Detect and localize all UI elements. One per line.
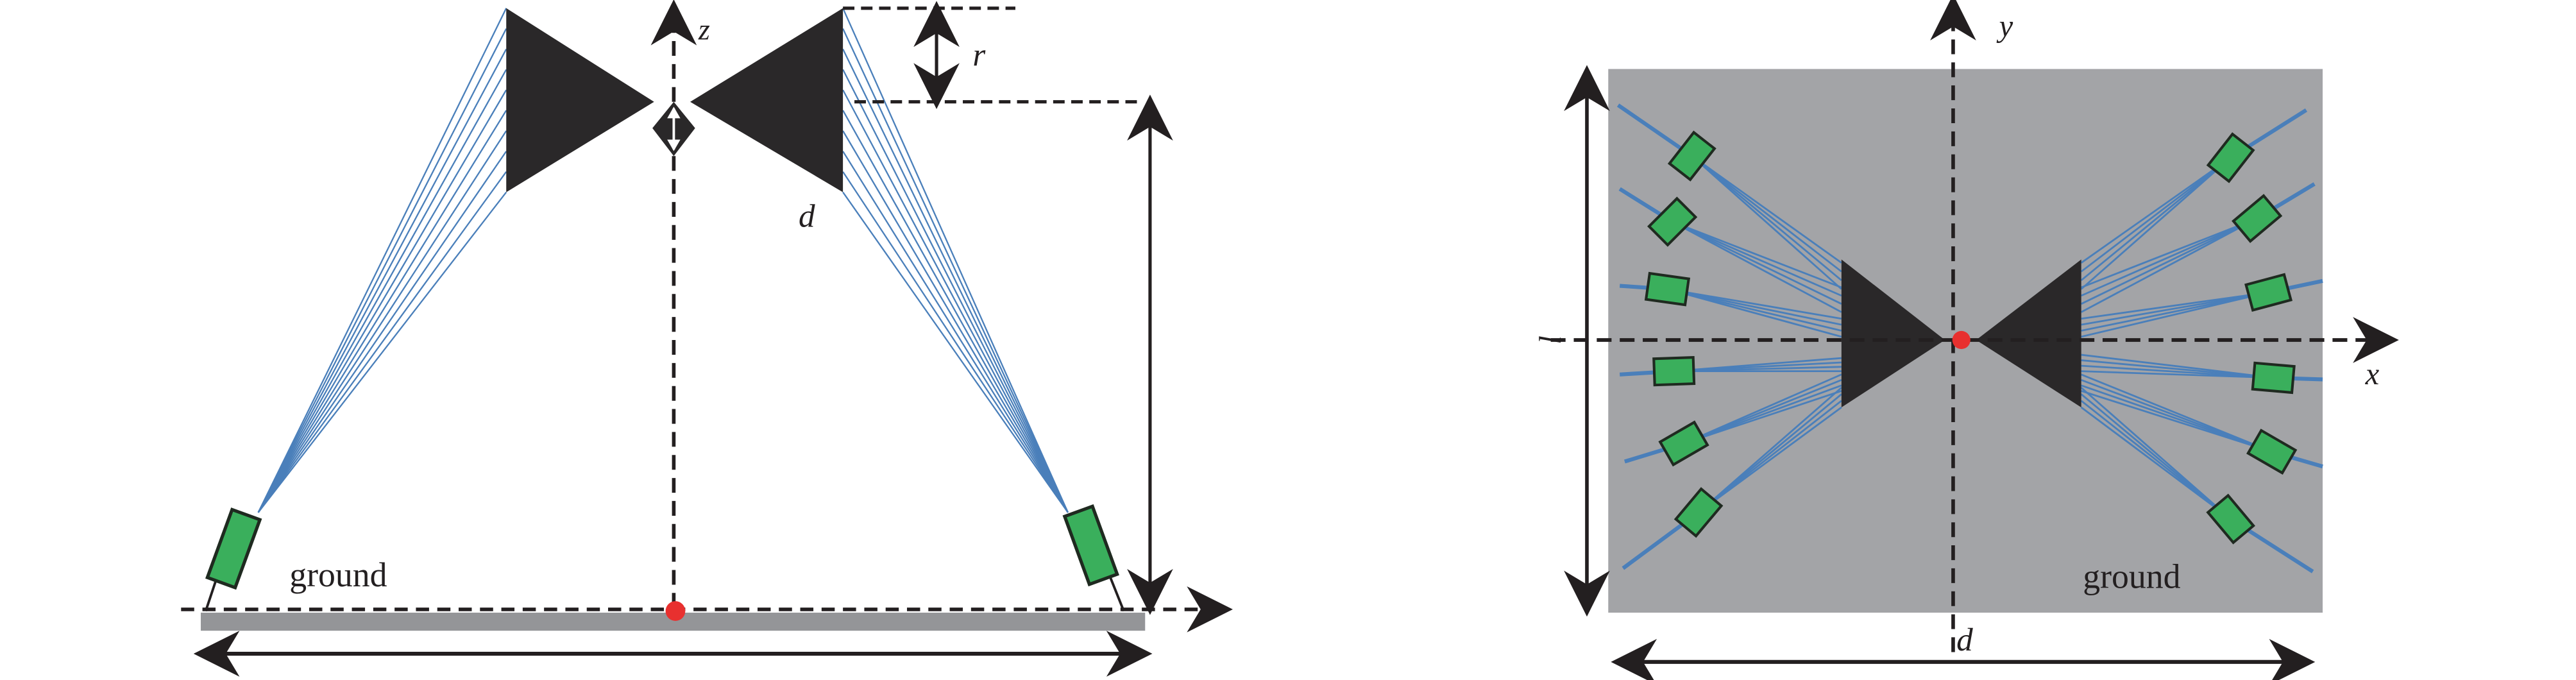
beam-line [1691, 155, 1842, 282]
top-sensors [1644, 130, 2298, 545]
sensor [1644, 271, 1691, 307]
beam-line [842, 89, 1069, 513]
sensor [1652, 355, 1696, 387]
beam-line [2081, 359, 2274, 379]
beam-line [257, 8, 507, 513]
beam-line [842, 130, 1069, 513]
left-sensor [205, 507, 262, 590]
x-axis-label: x [2365, 357, 2380, 391]
beam-line [1672, 221, 1842, 297]
right-reflector-top [1976, 259, 2081, 407]
d-label-side: d [799, 198, 815, 234]
sensor [2206, 132, 2255, 183]
beam-line [257, 89, 507, 513]
beam-line [1667, 288, 1842, 320]
beam-line [257, 130, 507, 513]
beam-line [2080, 406, 2232, 520]
sensor [2244, 273, 2293, 312]
sensor [1667, 130, 1716, 182]
right-sensor-mount [1109, 577, 1125, 612]
beam-line [2080, 157, 2232, 273]
beam-line [842, 171, 1069, 513]
beam-line [2081, 217, 2258, 305]
beam-line [2080, 157, 2232, 290]
sensor [2251, 361, 2296, 395]
sensor [1647, 196, 1698, 247]
beam-line [2081, 353, 2274, 379]
beam-line [1691, 155, 1842, 264]
gap-indicator [652, 101, 695, 157]
beam-line [257, 48, 507, 513]
beam-line [2081, 217, 2258, 289]
beam-line [842, 69, 1069, 513]
beam-line [2081, 291, 2269, 338]
beam-line [2081, 291, 2269, 320]
ground-label-top: ground [2083, 557, 2180, 596]
beam-line [1698, 406, 1842, 513]
r-label: r [972, 37, 986, 73]
beam-line [1667, 288, 1842, 338]
beam-line [842, 28, 1069, 513]
y-axis-label: y [1996, 8, 2013, 43]
beam-line [2081, 217, 2258, 313]
beam-line [842, 110, 1069, 513]
beam-line [2081, 291, 2269, 326]
top-view: y x l d ground [1533, 0, 2399, 680]
d-label-top: d [1956, 622, 1973, 658]
beam-line [1672, 221, 1842, 289]
beam-line [1691, 155, 1842, 273]
sensor [1658, 420, 1709, 467]
sensor [1674, 487, 1724, 538]
beam-line [1672, 221, 1842, 305]
l-label: l [1533, 336, 1568, 344]
sensor [2206, 493, 2255, 545]
z-axis-label: z [698, 13, 710, 46]
sensor [2246, 429, 2298, 475]
left-reflector-top [1841, 259, 1945, 407]
beam-line [2081, 291, 2269, 332]
beam-line [2081, 217, 2258, 297]
beam-line [2080, 157, 2232, 264]
beam-line [257, 110, 507, 513]
beam-line [257, 69, 507, 513]
beam-line [257, 151, 507, 513]
top-beams [1616, 103, 2323, 574]
beam-line [1683, 390, 1842, 445]
origin-point-top [1952, 330, 1970, 350]
beam-line [257, 28, 507, 513]
side-beams [257, 8, 1069, 513]
right-sensor [1062, 504, 1119, 587]
right-reflector [690, 8, 843, 192]
ground-label-side: ground [289, 556, 387, 594]
beam-trunk [1616, 103, 1693, 158]
beam-line [1667, 288, 1842, 326]
beam-line [2081, 390, 2273, 453]
left-sensor-mount [204, 581, 217, 612]
beam-line [1672, 221, 1842, 313]
beam-line [2081, 364, 2274, 379]
left-reflector [506, 8, 654, 192]
beam-line [257, 171, 507, 513]
beam-line [2080, 157, 2232, 282]
beam-line [842, 49, 1069, 513]
beam-line [1667, 288, 1842, 332]
side-view: z r d ground [181, 0, 1233, 677]
beam-line [842, 151, 1069, 513]
beam-line [842, 191, 1069, 513]
origin-point [665, 601, 686, 621]
beam-line [257, 191, 507, 513]
beam-line [2081, 370, 2274, 379]
beam-line [842, 8, 1069, 513]
sensor [2232, 194, 2283, 243]
beam-line [1691, 155, 1842, 290]
